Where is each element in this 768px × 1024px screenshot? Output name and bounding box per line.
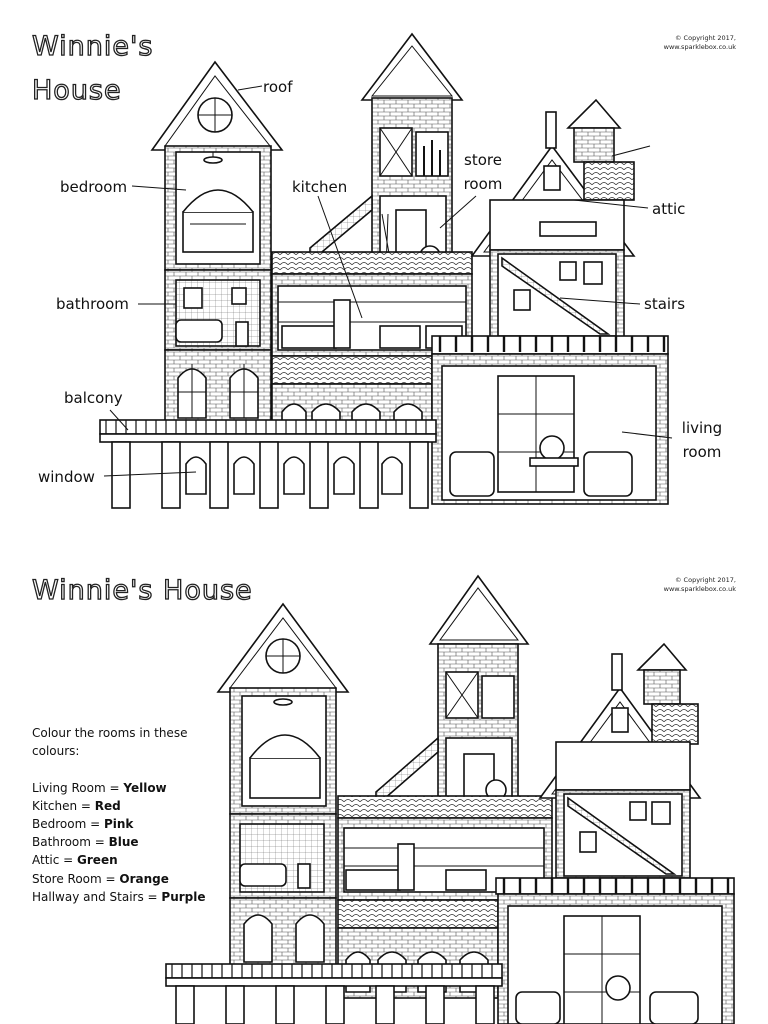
label-living-line2: room	[682, 443, 722, 461]
label-bedroom: bedroom	[60, 178, 128, 196]
left-tower	[150, 60, 284, 441]
label-kitchen: kitchen	[292, 178, 348, 196]
colouring-sheet: Winnie's House © Copyright 2017, www.spa…	[0, 552, 768, 1024]
house-illustration-colouring	[165, 574, 735, 1024]
intro-line2: colours:	[32, 744, 80, 759]
sheet-title-line2: House	[31, 74, 122, 106]
copyright-notice: © Copyright 2017, www.sparklebox.co.uk	[620, 34, 736, 52]
copyright-line2: www.sparklebox.co.uk	[663, 585, 736, 593]
key-attic: Attic = Green	[32, 853, 118, 868]
intro-line1: Colour the rooms in these	[32, 726, 188, 740]
center-tower	[360, 32, 464, 277]
label-roof: roof	[263, 78, 293, 96]
label-living-room: living room	[674, 416, 730, 464]
label-living-line1: living	[681, 419, 723, 437]
copyright-line2: www.sparklebox.co.uk	[663, 43, 736, 51]
label-store-line2: room	[463, 175, 503, 193]
sheet-title-line1: Winnie's	[31, 30, 154, 62]
key-bathroom: Bathroom = Blue	[32, 835, 139, 850]
sheet-separator	[0, 512, 768, 552]
colouring-instructions: Colour the rooms in these colours: Livin…	[32, 724, 206, 906]
copyright-notice-2: © Copyright 2017, www.sparklebox.co.uk	[620, 576, 736, 594]
label-store-line1: store	[464, 151, 502, 169]
copyright-line1: © Copyright 2017,	[674, 576, 736, 584]
key-kitchen: Kitchen = Red	[32, 798, 121, 813]
leader-lines	[103, 85, 673, 477]
living-room-block	[431, 335, 669, 505]
columns	[111, 441, 429, 509]
label-attic: attic	[652, 200, 686, 218]
copyright-line1: © Copyright 2017,	[674, 34, 736, 42]
key-hallway-stairs: Hallway and Stairs = Purple	[32, 889, 206, 904]
balcony	[99, 419, 437, 443]
labelled-house-sheet: Winnie's House © Copyright 2017, www.spa…	[31, 30, 736, 509]
label-stairs: stairs	[644, 295, 686, 313]
house-illustration	[99, 32, 673, 509]
label-balcony: balcony	[64, 389, 123, 407]
key-living-room: Living Room = Yellow	[32, 780, 167, 795]
label-window: window	[38, 468, 95, 486]
key-bedroom: Bedroom = Pink	[32, 816, 134, 831]
label-store-room: store room	[456, 148, 510, 196]
key-store-room: Store Room = Orange	[32, 871, 169, 886]
label-bathroom: bathroom	[56, 295, 129, 313]
sheet-title: Winnie's House	[31, 574, 253, 606]
right-attic	[470, 98, 651, 339]
